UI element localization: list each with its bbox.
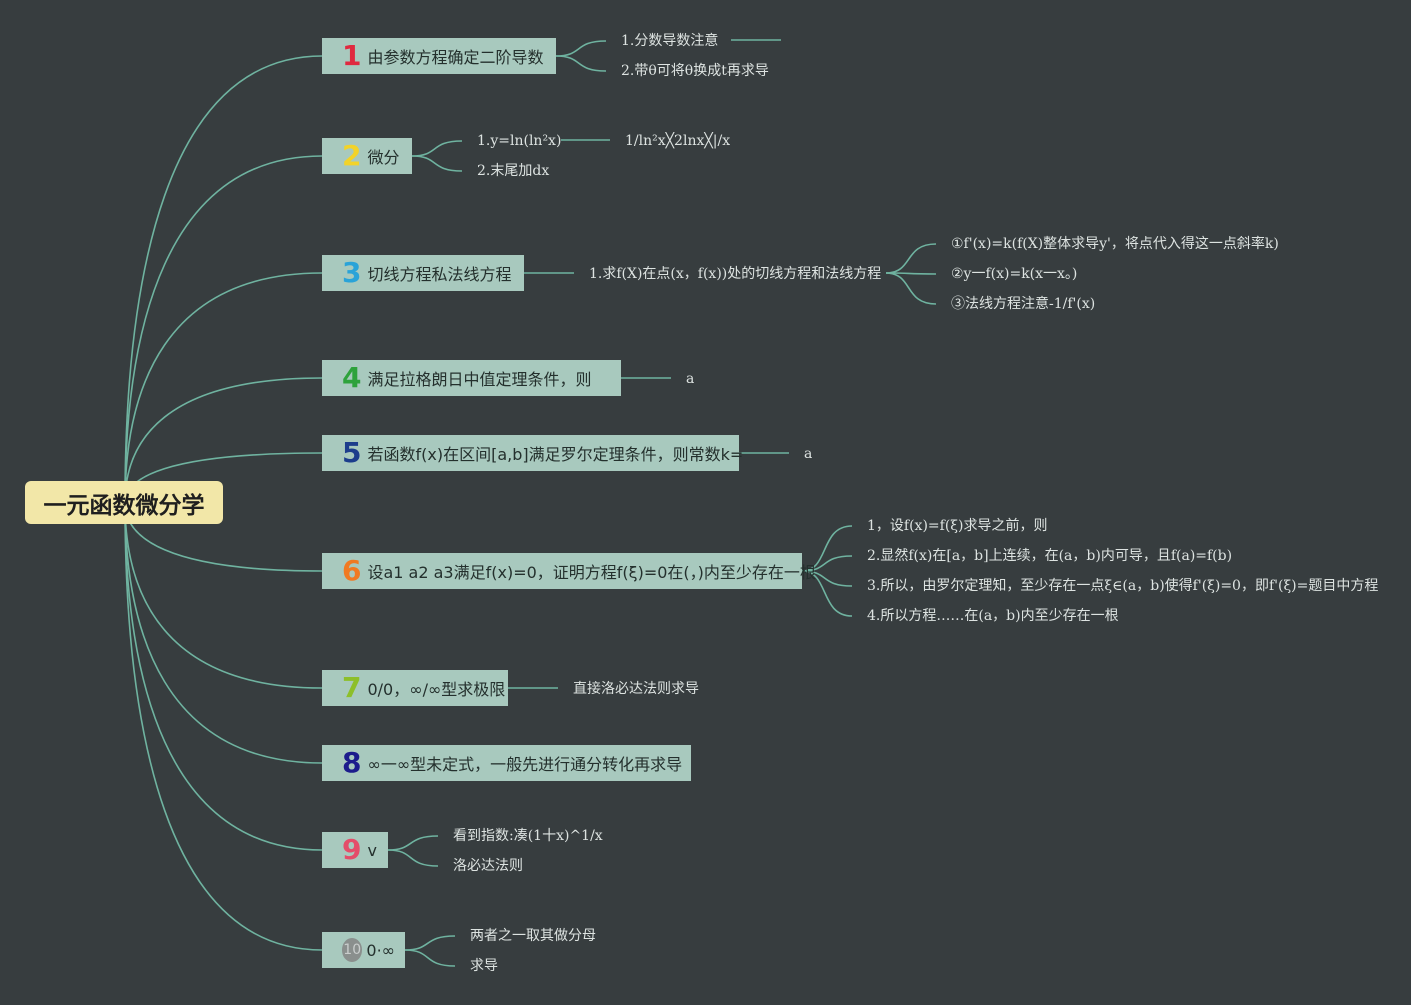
leaf-4-1[interactable]: a [686, 371, 695, 387]
root-link-1 [124, 55, 323, 504]
branch-1-label: 由参数方程确定二阶导数 [367, 48, 544, 67]
link-b2-2 [411, 155, 463, 172]
number-2-icon: 2 [342, 139, 362, 172]
branch-7[interactable]: 7 0/0，∞/∞型求极限 [322, 670, 508, 706]
number-10-icon: 10 [342, 938, 363, 962]
branch-10-label: 0·∞ [366, 940, 395, 960]
branch-6-label: 设a1 a2 a3满足f(x)=0，证明方程f(ξ)=0在(，)内至少存在一根 [367, 563, 816, 582]
root-link-8 [124, 502, 323, 764]
branch-4[interactable]: 4 满足拉格朗日中值定理条件，则 [322, 360, 621, 396]
branch-3[interactable]: 3 切线方程私法线方程 [322, 255, 524, 291]
leaf-9-2[interactable]: 洛必达法则 [453, 858, 523, 874]
leaf-2-1[interactable]: 1.y=ln(ln²x) [477, 133, 562, 149]
number-7-icon: 7 [342, 671, 362, 704]
branch-8-label: ∞一∞型未定式，一般先进行通分转化再求导 [367, 755, 683, 774]
leaf-5-1[interactable]: a [804, 446, 813, 462]
leaf-10-2[interactable]: 求导 [470, 958, 498, 974]
leaf-7-1[interactable]: 直接洛必达法则求导 [573, 681, 699, 697]
branch-10[interactable]: 10 0·∞ [322, 932, 405, 968]
leaf-6-1[interactable]: 1，设f(x)=f(ξ)求导之前，则 [867, 518, 1048, 534]
link-b3-1-2 [885, 272, 937, 275]
leaf-10-1[interactable]: 两者之一取其做分母 [470, 928, 596, 944]
link-b10-2 [404, 949, 456, 967]
leaf-6-3[interactable]: 3.所以，由罗尔定理知，至少存在一点ξ∈(a，b)使得f'(ξ)=0，即f'(ξ… [867, 578, 1379, 594]
root-link-3 [124, 272, 323, 504]
link-b9-1 [387, 835, 439, 851]
branch-1[interactable]: 1 由参数方程确定二阶导数 [322, 38, 556, 74]
leaf-3-1-2[interactable]: ②y一f(x)=k(x一x。) [951, 266, 1078, 282]
leaf-1-1[interactable]: 1.分数导数注意 [621, 33, 719, 49]
root-link-7 [124, 502, 323, 689]
link-b10-1 [404, 935, 456, 951]
root-link-2 [124, 155, 323, 504]
number-6-icon: 6 [342, 554, 362, 587]
number-3-icon: 3 [342, 256, 362, 289]
branch-9[interactable]: 9 v [322, 832, 388, 868]
root-link-9 [124, 502, 323, 851]
link-b1-2 [555, 55, 607, 72]
root-link-10 [124, 502, 323, 951]
number-9-icon: 9 [342, 833, 362, 866]
link-b2-1 [411, 140, 463, 157]
leaf-3-1-3[interactable]: ③法线方程注意-1/f'(x) [951, 296, 1096, 312]
link-b3-1-1 [885, 243, 937, 274]
link-b9-2 [387, 849, 439, 867]
branch-4-label: 满足拉格朗日中值定理条件，则 [367, 370, 592, 389]
leaf-6-2[interactable]: 2.显然f(x)在[a，b]上连续，在(a，b)内可导，且f(a)=f(b) [867, 548, 1233, 564]
number-5-icon: 5 [342, 436, 362, 469]
branch-2-label: 微分 [367, 148, 400, 167]
root-node[interactable]: 一元函数微分学 [25, 481, 223, 524]
leaf-2-1-1[interactable]: 1/ln²x╳2lnx╳|/x [625, 133, 731, 149]
link-b1-1 [555, 40, 607, 57]
leaf-2-2[interactable]: 2.末尾加dx [477, 163, 550, 179]
branch-9-label: v [367, 840, 377, 860]
leaf-9-1[interactable]: 看到指数:凑(1十x)^1/x [453, 828, 603, 844]
link-b3-1-3 [885, 272, 937, 305]
branch-2[interactable]: 2 微分 [322, 138, 412, 174]
number-4-icon: 4 [342, 361, 362, 394]
number-1-icon: 1 [342, 39, 362, 72]
branch-8[interactable]: 8 ∞一∞型未定式，一般先进行通分转化再求导 [322, 745, 691, 781]
branch-3-label: 切线方程私法线方程 [367, 265, 512, 284]
branch-5[interactable]: 5 若函数f(x)在区间[a,b]满足罗尔定理条件，则常数k= [322, 435, 743, 471]
leaf-3-1[interactable]: 1.求f(X)在点(x，f(x))处的切线方程和法线方程 [589, 266, 882, 282]
branch-5-label: 若函数f(x)在区间[a,b]满足罗尔定理条件，则常数k= [367, 445, 744, 464]
branch-7-label: 0/0，∞/∞型求极限 [367, 680, 506, 699]
leaf-6-4[interactable]: 4.所以方程……在(a，b)内至少存在一根 [867, 608, 1119, 624]
branch-6[interactable]: 6 设a1 a2 a3满足f(x)=0，证明方程f(ξ)=0在(，)内至少存在一… [322, 553, 816, 589]
number-8-icon: 8 [342, 746, 362, 779]
leaf-1-2[interactable]: 2.带θ可将θ换成t再求导 [621, 63, 769, 79]
leaf-3-1-1[interactable]: ①f'(x)=k(f(X)整体求导y'，将点代入得这一点斜率k) [951, 236, 1279, 252]
